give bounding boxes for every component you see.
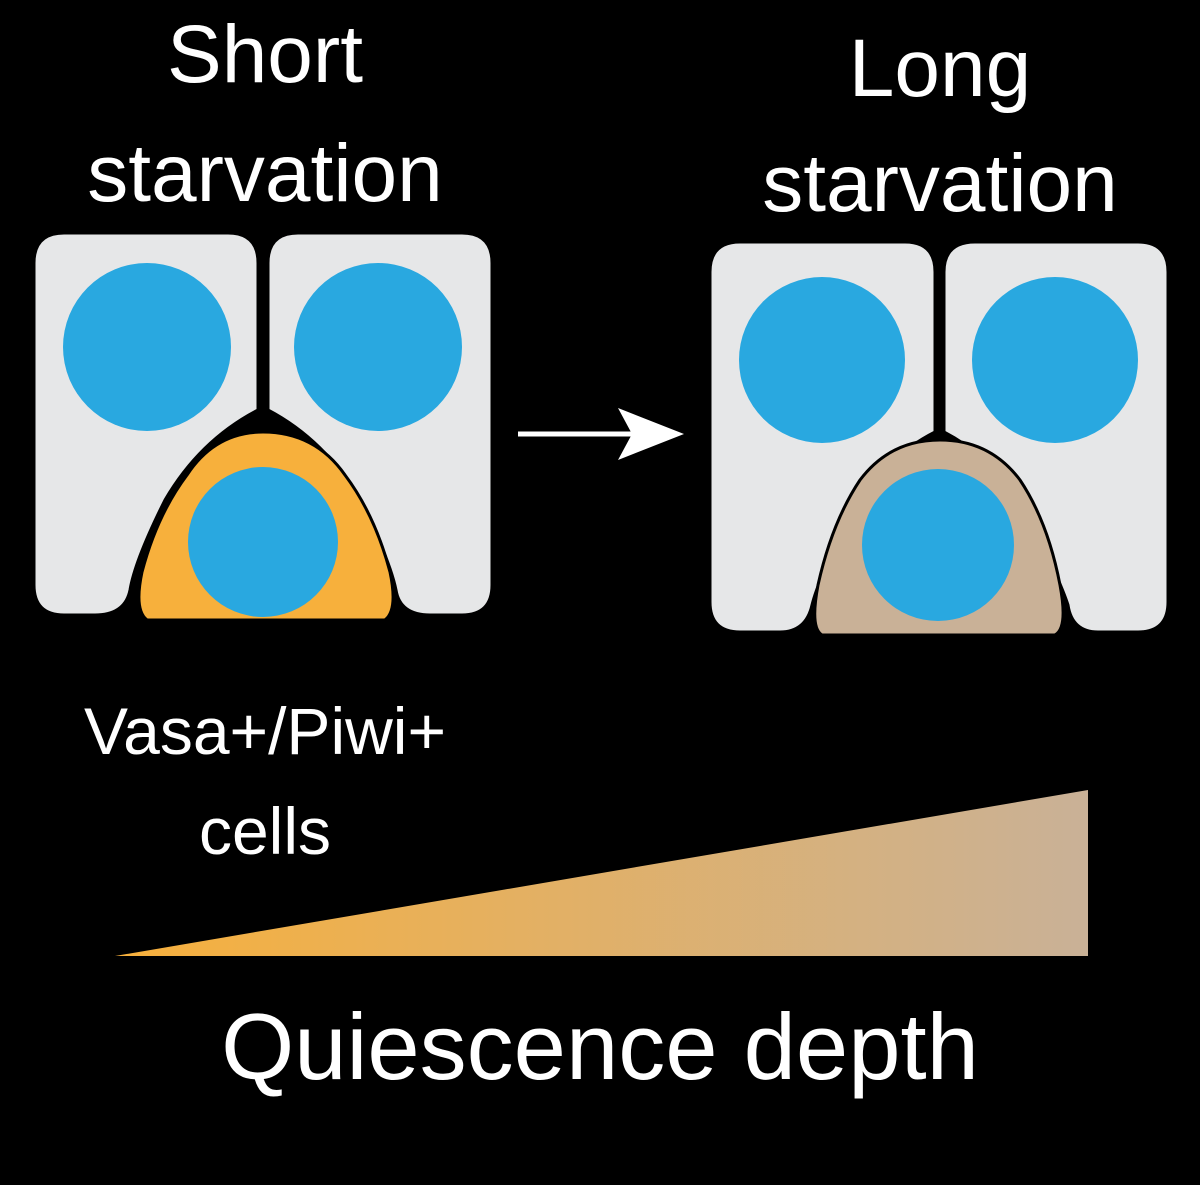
long-starvation-title-line1: Long (848, 23, 1032, 114)
quiescence-depth-label: Quiescence depth (221, 994, 979, 1099)
right-arrow-icon (518, 408, 684, 460)
long-right-nucleus (972, 277, 1138, 443)
short-starvation-niche (32, 231, 494, 622)
cells-label-line2: cells (198, 794, 332, 868)
cells-label-line1: Vasa+/Piwi+ (84, 694, 446, 768)
long-stem-nucleus (862, 469, 1014, 621)
long-starvation-niche (708, 240, 1170, 637)
long-starvation-title-line2: starvation (762, 138, 1118, 229)
short-right-nucleus (294, 263, 462, 431)
short-starvation-title-line1: Short (167, 9, 363, 100)
short-left-nucleus (63, 263, 231, 431)
quiescence-depth-wedge (115, 790, 1088, 956)
short-starvation-title-line2: starvation (87, 128, 443, 219)
long-left-nucleus (739, 277, 905, 443)
short-stem-nucleus (188, 467, 338, 617)
